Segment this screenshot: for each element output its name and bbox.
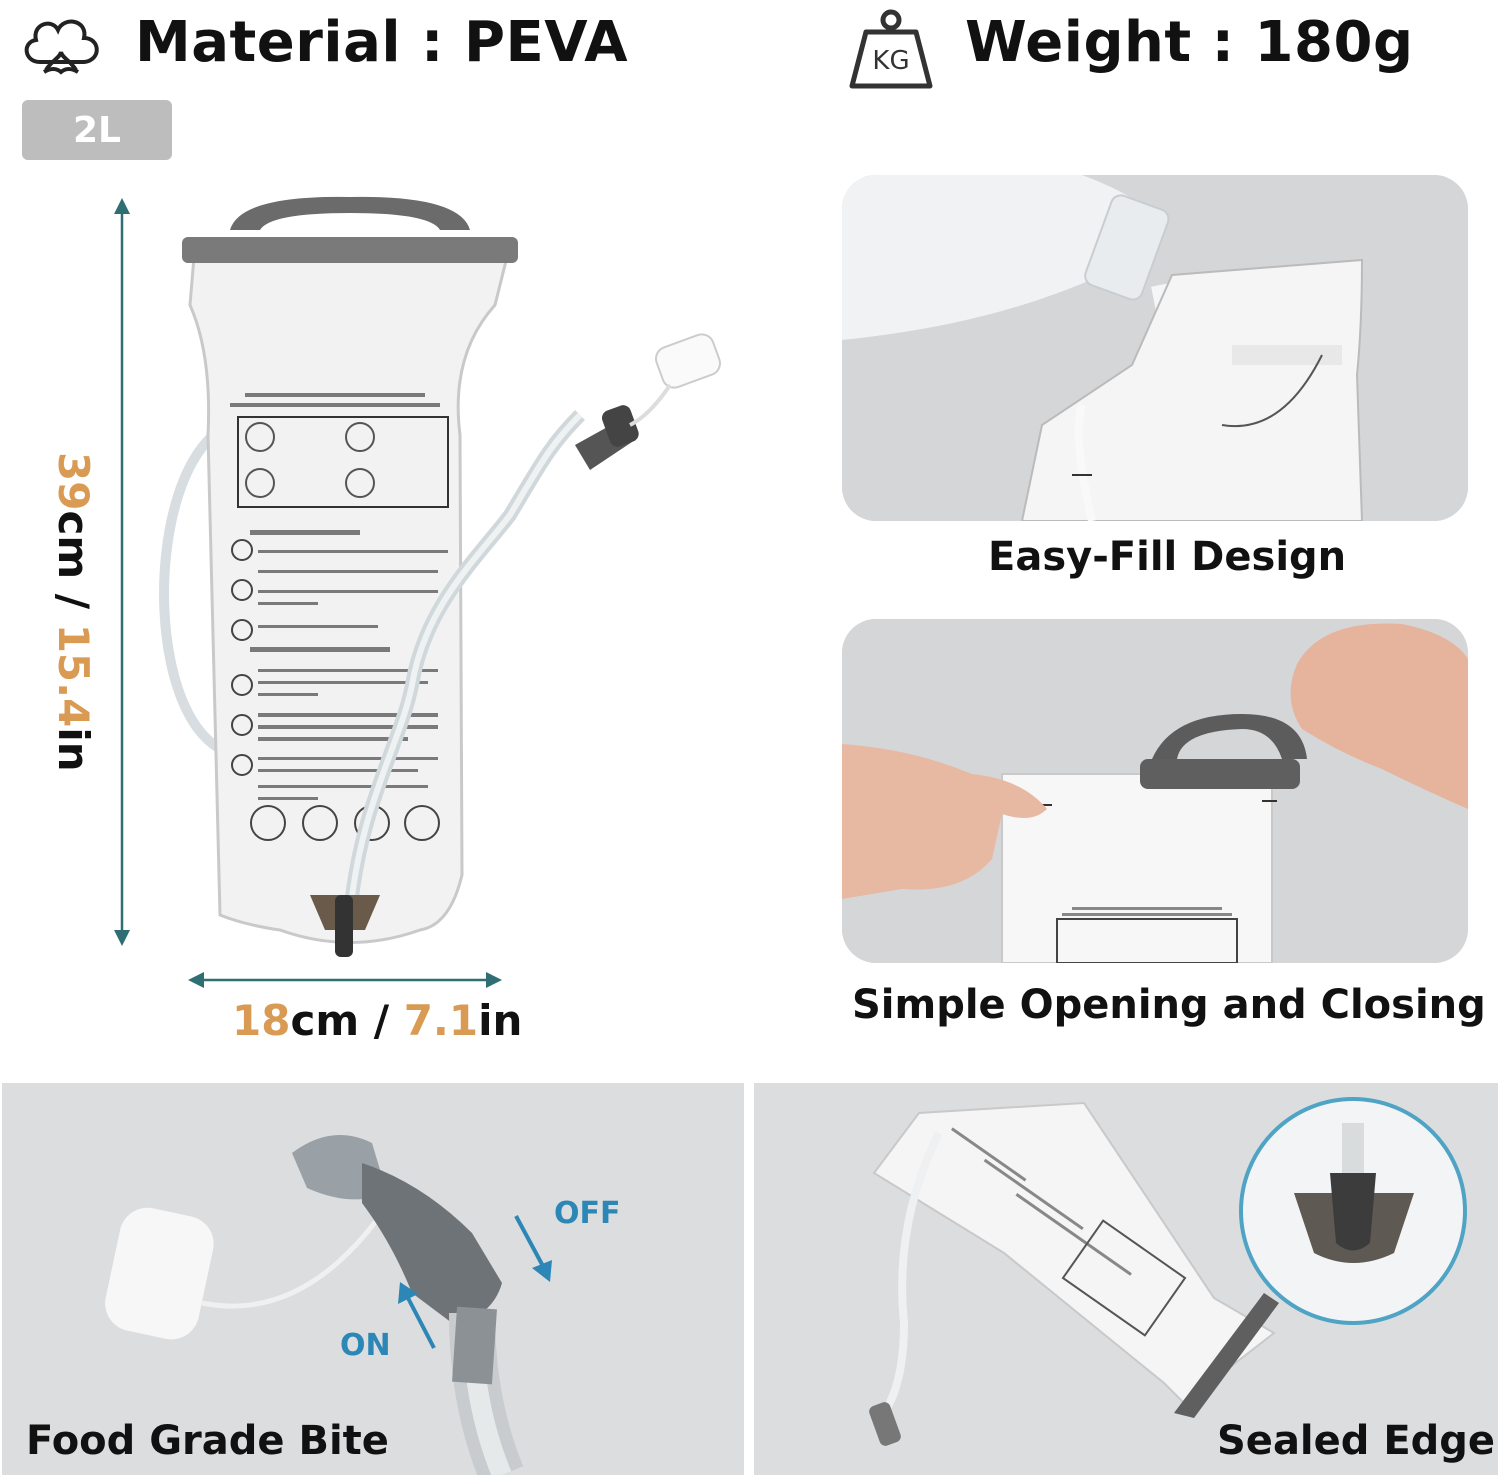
bite-caption: Food Grade Bite bbox=[26, 1418, 389, 1464]
height-dimension-label: 39cm / 15.4in bbox=[49, 452, 98, 772]
kg-weight-icon: KG bbox=[846, 6, 936, 92]
height-in-unit: in bbox=[49, 727, 98, 772]
off-arrow bbox=[510, 1212, 560, 1284]
sealed-caption: Sealed Edge bbox=[1217, 1418, 1496, 1464]
width-in-value: 7.1 bbox=[403, 996, 479, 1045]
weight-label: Weight : 180g bbox=[965, 10, 1414, 75]
kg-text: KG bbox=[872, 46, 910, 76]
off-label: OFF bbox=[554, 1196, 621, 1231]
height-in-value: 15.4 bbox=[49, 623, 98, 728]
width-arrow bbox=[186, 968, 504, 992]
sealed-edge-photo bbox=[754, 1083, 1498, 1475]
on-arrow bbox=[394, 1280, 444, 1352]
material-label: Material : PEVA bbox=[135, 10, 629, 75]
height-arrow bbox=[110, 196, 134, 948]
easy-fill-photo bbox=[842, 175, 1468, 521]
width-mid: cm / bbox=[290, 996, 404, 1045]
height-mid: cm / bbox=[49, 510, 98, 624]
width-dimension-label: 18cm / 7.1in bbox=[232, 996, 522, 1045]
cotton-icon bbox=[18, 12, 104, 86]
easy-fill-caption: Easy-Fill Design bbox=[988, 534, 1347, 580]
capacity-badge: 2L bbox=[22, 100, 172, 160]
hydration-bladder-illustration bbox=[150, 185, 750, 975]
capacity-badge-text: 2L bbox=[73, 109, 121, 151]
opening-closing-photo bbox=[842, 619, 1468, 963]
height-cm-value: 39 bbox=[49, 452, 98, 511]
on-label: ON bbox=[340, 1328, 391, 1363]
bite-valve-photo bbox=[2, 1083, 744, 1475]
width-in-unit: in bbox=[478, 996, 523, 1045]
width-cm-value: 18 bbox=[232, 996, 291, 1045]
opening-caption: Simple Opening and Closing bbox=[852, 982, 1486, 1028]
